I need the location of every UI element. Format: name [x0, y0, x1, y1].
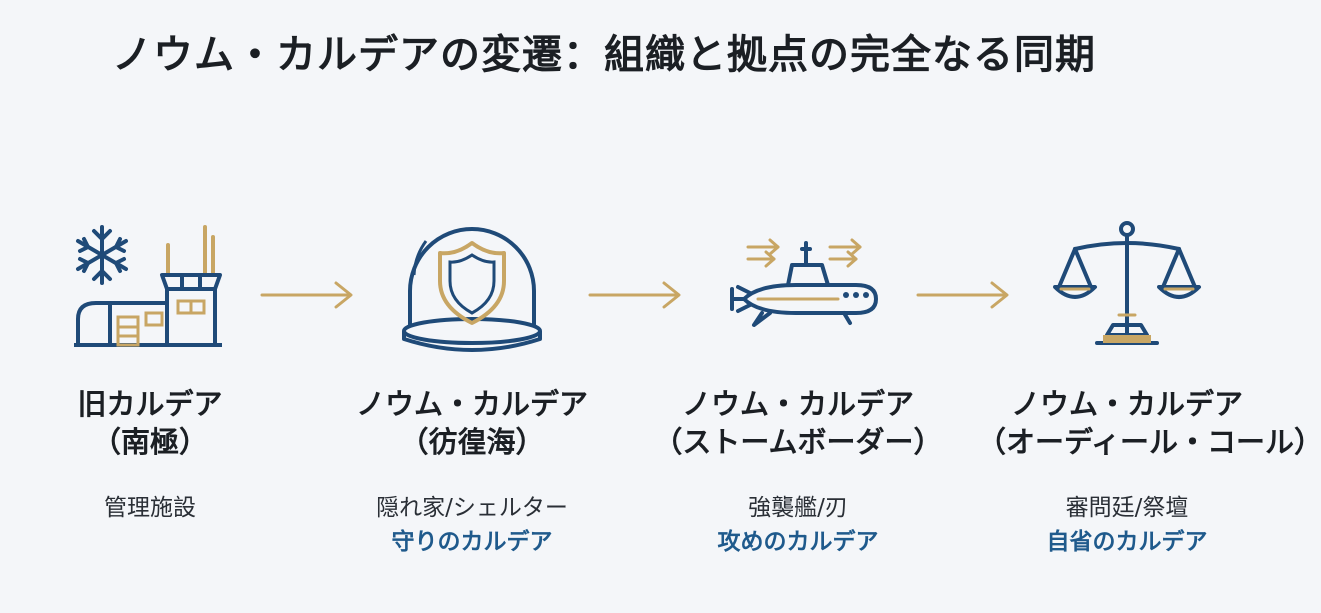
stage-description: 管理施設: [104, 495, 196, 521]
shield-dome-icon: [402, 227, 542, 352]
stage-subtitle: （ストームボーダー）: [653, 425, 943, 459]
stage-name: ノウム・カルデア: [355, 387, 588, 421]
stage-role: 自省のカルデア: [1046, 529, 1208, 555]
scales-icon: [1053, 221, 1201, 345]
arrow-right-icon: [588, 281, 681, 309]
stage-subtitle: （オーディール・コール）: [977, 425, 1321, 459]
stage-role: 攻めのカルデア: [717, 529, 879, 555]
stage-name: ノウム・カルデア: [1010, 387, 1243, 421]
submarine-icon: [730, 238, 878, 327]
stage-subtitle: （南極）: [91, 425, 208, 459]
stage-name: 旧カルデア: [77, 387, 223, 421]
stage-description: 強襲艦/刃: [748, 495, 848, 521]
stage-description: 審問廷/祭壇: [1065, 495, 1189, 521]
stage-storm-border: ノウム・カルデア （ストームボーダー） 強襲艦/刃 攻めのカルデア: [648, 215, 948, 559]
stage-old-chaldea: 旧カルデア （南極） 管理施設: [0, 215, 300, 525]
stage-description: 隠れ家/シェルター: [376, 495, 568, 521]
antarctic-base-icon: [74, 225, 222, 347]
stage-ordeal-call: ノウム・カルデア （オーディール・コール） 審問廷/祭壇 自省のカルデア: [977, 215, 1321, 559]
stage-subtitle: （彷徨海）: [399, 425, 545, 459]
stage-role: 守りのカルデア: [391, 529, 553, 555]
page-title: ノウム・カルデアの変遷：組織と拠点の完全なる同期: [112, 32, 1096, 78]
stage-name: ノウム・カルデア: [681, 387, 914, 421]
arrow-right-icon: [916, 281, 1009, 309]
stage-wandering-sea: ノウム・カルデア （彷徨海） 隠れ家/シェルター 守りのカルデア: [322, 215, 622, 559]
arrow-right-icon: [260, 281, 353, 309]
